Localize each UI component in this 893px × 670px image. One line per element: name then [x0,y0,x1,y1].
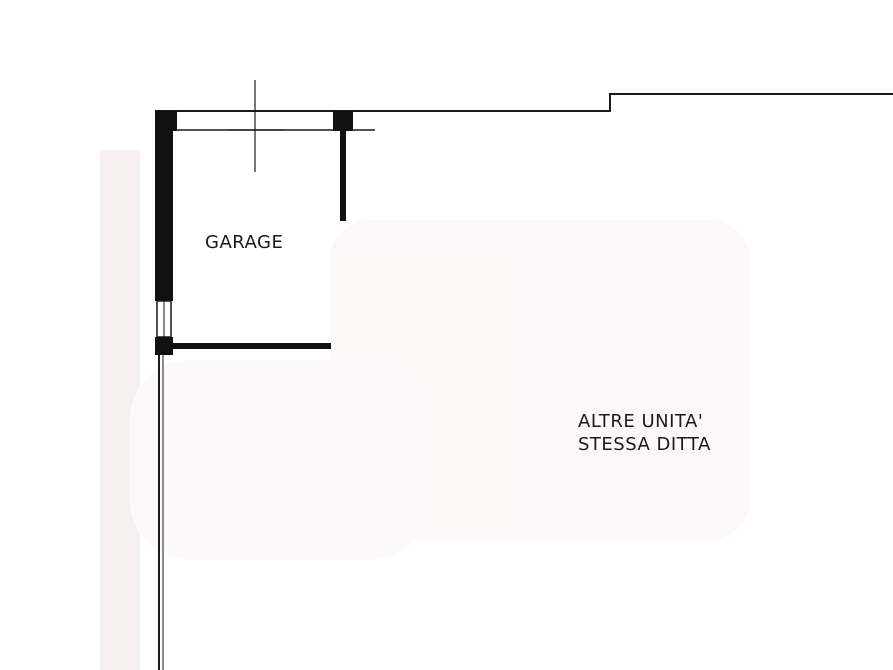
garage-corner-pillar [155,337,173,355]
other-units-label-line1: ALTRE UNITA' [578,411,704,432]
garage-bottom-wall [173,343,331,349]
watermark [100,150,750,670]
other-units-label: ALTRE UNITA' STESSA DITTA [578,411,711,456]
garage-top-left-pillar [155,111,177,131]
garage-top-right-pillar [333,111,353,131]
garage-right-wall [340,131,346,221]
other-units-label-line2: STESSA DITTA [578,433,711,455]
garage-left-wall [155,111,173,301]
garage-room-label: GARAGE [205,232,284,253]
outer-boundary-top [155,93,893,112]
